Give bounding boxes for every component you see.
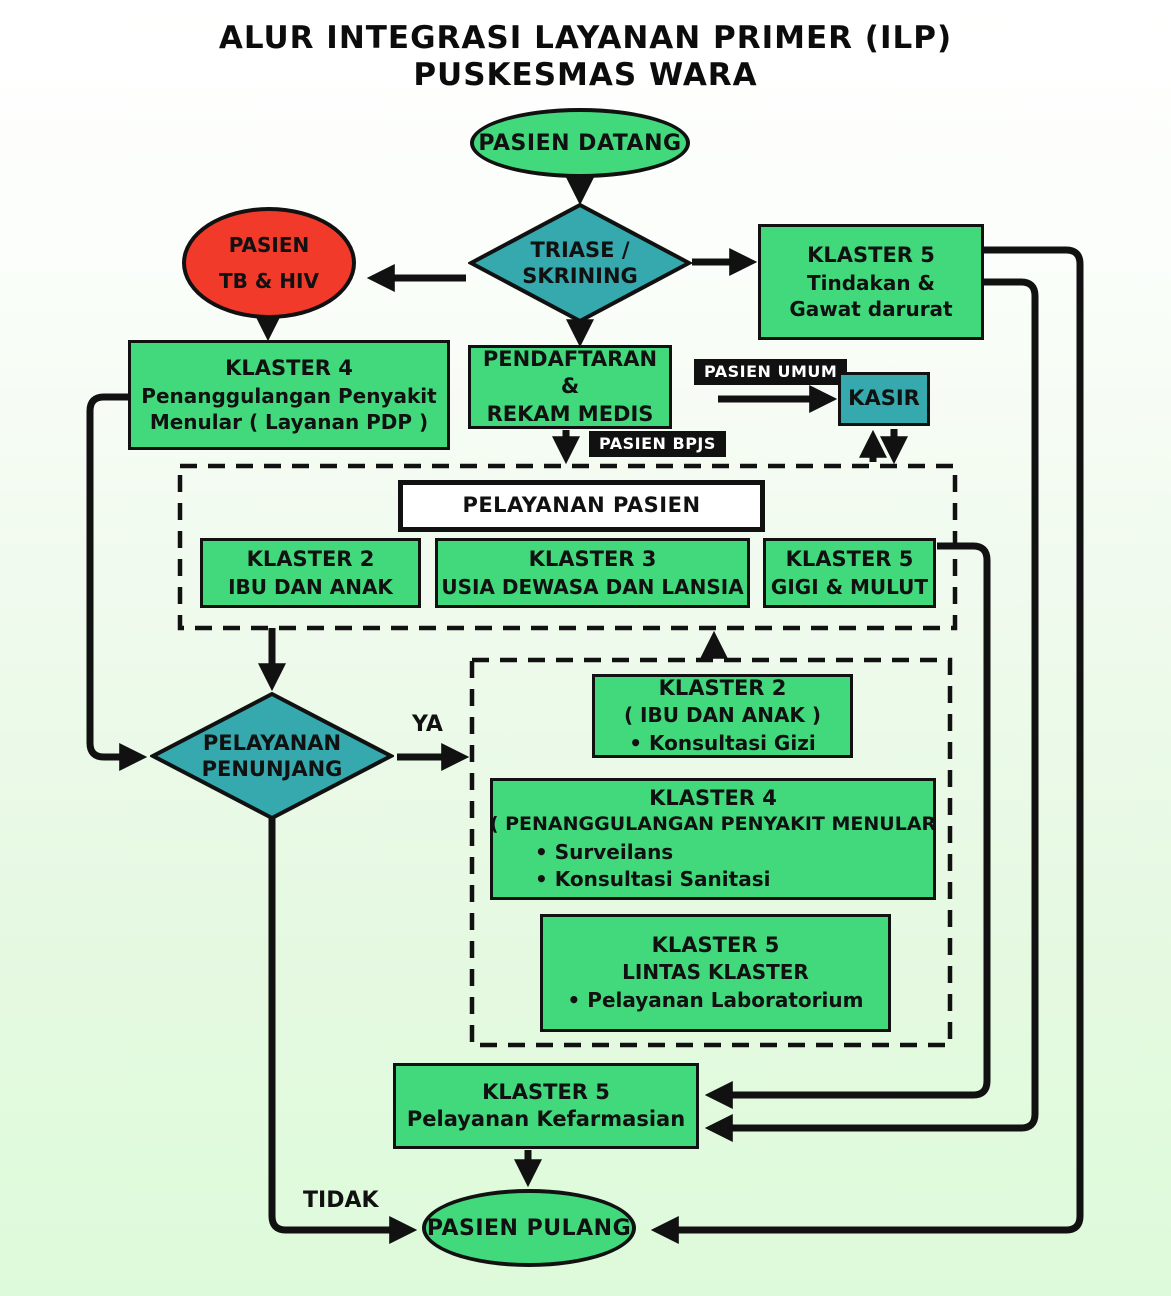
- edge-tindakan-to-pulang: [650, 246, 1084, 1244]
- node-penunjang-label: PELAYANAN PENUNJANG: [201, 730, 343, 781]
- node-pasien-tb-hiv: PASIEN TB & HIV: [182, 207, 356, 319]
- node-klaster2-ibu-anak: KLASTER 2 IBU DAN ANAK: [200, 538, 421, 608]
- node-klaster5-lintas: KLASTER 5 LINTAS KLASTER Pelayanan Labor…: [540, 914, 891, 1032]
- node-klaster4-menular-bullets: Surveilans Konsultasi Sanitasi: [493, 839, 771, 893]
- node-klaster5-lintas-bullets: Pelayanan Laboratorium: [568, 987, 863, 1014]
- node-pendaftaran: PENDAFTARAN & REKAM MEDIS: [468, 345, 672, 429]
- node-klaster2-gizi: KLASTER 2 ( IBU DAN ANAK ) Konsultasi Gi…: [592, 674, 853, 758]
- node-pasien-tb-line1: PASIEN: [228, 233, 310, 257]
- bullet-surveilans: Surveilans: [535, 839, 770, 866]
- node-klaster2-ibu-title: KLASTER 2: [246, 547, 375, 572]
- node-triase-skrining: TRIASE / SKRINING: [468, 203, 692, 323]
- edge-label-ya: YA: [412, 712, 443, 737]
- bullet-pelayanan-laboratorium: Pelayanan Laboratorium: [568, 987, 863, 1014]
- edge-label-pasien-bpjs: PASIEN BPJS: [589, 431, 726, 457]
- node-klaster2-gizi-bullets: Konsultasi Gizi: [629, 730, 816, 757]
- node-pasien-pulang-label: PASIEN PULANG: [426, 1215, 632, 1241]
- node-pelayanan-pasien-label: PELAYANAN PASIEN: [462, 493, 701, 518]
- node-klaster4-pdp: KLASTER 4 Penanggulangan Penyakit Menula…: [128, 340, 450, 450]
- node-klaster3-usia-title: KLASTER 3: [528, 547, 657, 572]
- node-pasien-datang-label: PASIEN DATANG: [478, 130, 682, 156]
- diamond-shape-triase: [468, 203, 692, 323]
- node-klaster5-lintas-title: KLASTER 5: [651, 932, 780, 957]
- node-klaster5-gigi-line2: GIGI & MULUT: [770, 574, 929, 599]
- node-klaster4-pdp-title: KLASTER 4: [225, 356, 353, 381]
- edge-penunjang-tidak-to-pulang: [268, 818, 418, 1244]
- edge-label-tidak: TIDAK: [303, 1188, 379, 1213]
- page-title: ALUR INTEGRASI LAYANAN PRIMER (ILP) PUSK…: [0, 20, 1171, 94]
- node-pasien-datang: PASIEN DATANG: [470, 108, 690, 178]
- node-klaster2-gizi-title: KLASTER 2: [658, 675, 787, 700]
- node-kasir-label: KASIR: [848, 386, 920, 411]
- page-title-line2: PUSKESMAS WARA: [413, 57, 758, 94]
- node-pendaftaran-line1: PENDAFTARAN &: [482, 347, 658, 399]
- node-pendaftaran-line2: REKAM MEDIS: [486, 401, 654, 426]
- node-kasir: KASIR: [838, 372, 930, 426]
- node-klaster2-ibu-line2: IBU DAN ANAK: [228, 574, 393, 599]
- node-klaster3-usia-line2: USIA DEWASA DAN LANSIA: [441, 574, 744, 599]
- node-pelayanan-pasien: PELAYANAN PASIEN: [398, 480, 765, 532]
- node-klaster5-gigi-title: KLASTER 5: [785, 547, 914, 572]
- bullet-konsultasi-gizi: Konsultasi Gizi: [629, 730, 816, 757]
- node-klaster4-menular: KLASTER 4 ( PENANGGULANGAN PENYAKIT MENU…: [490, 778, 936, 900]
- node-klaster5-tindakan-line3: Gawat darurat: [789, 296, 953, 321]
- node-pasien-tb-line2: TB & HIV: [219, 269, 319, 293]
- edge-tindakan-to-farmasi: [704, 278, 1039, 1142]
- node-klaster4-menular-line2: ( PENANGGULANGAN PENYAKIT MENULAR: [489, 812, 937, 835]
- node-klaster5-gigi: KLASTER 5 GIGI & MULUT: [763, 538, 936, 608]
- node-klaster5-lintas-line2: LINTAS KLASTER: [622, 960, 809, 985]
- node-pasien-pulang: PASIEN PULANG: [422, 1189, 636, 1267]
- node-klaster3-usia: KLASTER 3 USIA DEWASA DAN LANSIA: [435, 538, 750, 608]
- edge-klaster4-to-penunjang: [86, 393, 148, 771]
- edge-label-pasien-umum: PASIEN UMUM: [694, 359, 848, 385]
- node-klaster4-pdp-line3: Menular ( Layanan PDP ): [149, 409, 429, 434]
- node-klaster4-pdp-line2: Penanggulangan Penyakit: [141, 383, 437, 408]
- page-title-line1: ALUR INTEGRASI LAYANAN PRIMER (ILP): [218, 20, 953, 56]
- node-triase-label: TRIASE / SKRINING: [522, 237, 638, 288]
- bullet-konsultasi-sanitasi: Konsultasi Sanitasi: [535, 866, 771, 893]
- node-klaster5-farmasi-line2: Pelayanan Kefarmasian: [406, 1107, 686, 1131]
- node-klaster5-farmasi-title: KLASTER 5: [482, 1079, 610, 1104]
- node-klaster5-tindakan: KLASTER 5 Tindakan & Gawat darurat: [758, 224, 984, 340]
- edge-gigi-to-farmasi: [704, 542, 991, 1109]
- diamond-shape-penunjang: [150, 692, 394, 820]
- dashed-container-penunjang-group: [469, 657, 953, 1048]
- node-klaster5-tindakan-title: KLASTER 5: [807, 243, 935, 268]
- node-pelayanan-penunjang: PELAYANAN PENUNJANG: [150, 692, 394, 820]
- node-klaster5-farmasi: KLASTER 5 Pelayanan Kefarmasian: [393, 1063, 699, 1149]
- node-klaster5-tindakan-line2: Tindakan &: [807, 270, 935, 295]
- node-klaster4-menular-title: KLASTER 4: [649, 785, 777, 810]
- node-klaster2-gizi-line2: ( IBU DAN ANAK ): [623, 703, 822, 728]
